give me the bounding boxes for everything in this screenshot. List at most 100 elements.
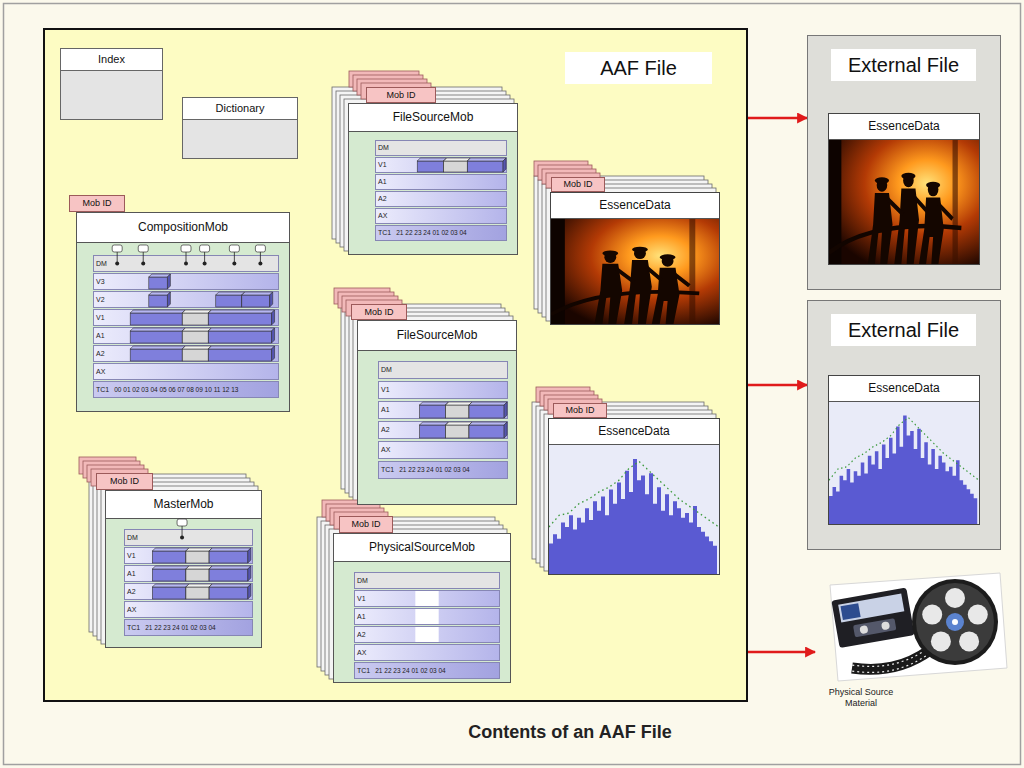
clip-block-top bbox=[130, 328, 185, 331]
track-band: DM bbox=[93, 255, 279, 272]
aaf-file-ground bbox=[43, 28, 748, 702]
clip-block bbox=[130, 349, 182, 361]
track-band: TC121 22 23 24 01 02 03 04 bbox=[375, 225, 507, 241]
track-band: A2 bbox=[124, 583, 253, 600]
track-band-shape bbox=[378, 421, 508, 439]
essence-card: EssenceData bbox=[828, 375, 980, 525]
clip-block-top bbox=[182, 346, 211, 349]
track-band-fill bbox=[376, 158, 507, 173]
track-band-fill bbox=[94, 364, 279, 380]
track-band-shape bbox=[378, 361, 508, 379]
waveform-picture bbox=[549, 445, 719, 574]
film-reel bbox=[912, 579, 998, 665]
tc-nums: 21 22 23 24 01 02 03 04 bbox=[375, 662, 445, 679]
track-label: DM bbox=[375, 140, 389, 156]
track-band: V1 bbox=[93, 309, 279, 326]
tc-nums: 21 22 23 24 01 02 03 04 bbox=[145, 619, 215, 636]
reel-hole bbox=[968, 605, 988, 625]
mob-title: CompositionMob bbox=[77, 213, 289, 243]
mob-title: FileSourceMob bbox=[358, 321, 516, 351]
track-band-shape bbox=[354, 626, 500, 643]
clip-block bbox=[186, 587, 209, 599]
track-band-fill bbox=[125, 584, 253, 600]
track-band: TC1 21 22 23 24 01 02 03 04 bbox=[354, 662, 500, 679]
track-band: V1 bbox=[375, 157, 507, 173]
external-file-box: External FileEssenceData bbox=[807, 35, 1001, 290]
locator-dot bbox=[141, 262, 145, 266]
mob-tab: Mob ID bbox=[339, 516, 393, 533]
track-band: DM bbox=[354, 572, 500, 589]
track-band: A1 bbox=[354, 608, 500, 625]
track-band-shape bbox=[354, 644, 500, 661]
film-perforation bbox=[852, 647, 930, 666]
track-band-shape bbox=[124, 565, 253, 582]
reel-axle bbox=[952, 619, 958, 625]
cassette-logo bbox=[840, 603, 860, 620]
clip-block-side bbox=[167, 274, 170, 289]
track-band: AX bbox=[378, 441, 508, 459]
phys-label: Physical Source Material bbox=[825, 687, 897, 709]
track-band-fill bbox=[376, 192, 507, 207]
track-band-fill bbox=[125, 566, 253, 582]
track-band-fill bbox=[125, 602, 253, 618]
mob-tab: Mob ID bbox=[551, 177, 605, 192]
photo-ground bbox=[830, 573, 1007, 681]
track-band-fill bbox=[125, 548, 253, 564]
essence-card: EssenceData bbox=[828, 113, 980, 265]
clip-block bbox=[152, 551, 186, 563]
track-band-shape bbox=[93, 327, 279, 344]
clip-block-top bbox=[467, 158, 506, 161]
track-band: A2 bbox=[378, 421, 508, 439]
track-label: A2 bbox=[124, 583, 136, 600]
clip-block-top bbox=[130, 310, 185, 313]
clip-block bbox=[216, 295, 242, 307]
external-file-box: External FileEssenceData bbox=[807, 300, 1001, 550]
track-band-shape bbox=[124, 583, 253, 600]
clip-block bbox=[469, 425, 504, 438]
dict-title: Index bbox=[61, 49, 162, 71]
clip-block-top bbox=[417, 158, 446, 161]
clip-block bbox=[182, 349, 208, 361]
track-band-fill bbox=[355, 573, 500, 589]
track-band: AX bbox=[375, 208, 507, 224]
ess-title: EssenceData bbox=[549, 419, 719, 445]
track-label: TC1 bbox=[354, 662, 370, 679]
cassette-window bbox=[853, 618, 896, 637]
clip-block-top bbox=[186, 548, 212, 551]
track-label: TC1 bbox=[378, 461, 394, 479]
track-band: V2 bbox=[93, 291, 279, 308]
track-band-fill bbox=[94, 382, 279, 398]
clip-block-side bbox=[504, 402, 507, 418]
clip-block-top bbox=[208, 346, 274, 349]
essence-card: Mob IDEssenceData bbox=[548, 418, 720, 575]
track-band-fill bbox=[379, 462, 508, 479]
clip-block-top bbox=[209, 548, 251, 551]
track-label: A1 bbox=[354, 608, 366, 625]
locator-bubble bbox=[229, 245, 239, 252]
mob-title: MasterMob bbox=[106, 491, 261, 519]
aaf-label: AAF File bbox=[565, 52, 712, 84]
clip-block-top bbox=[444, 158, 471, 161]
tc-nums: 21 22 23 24 01 02 03 04 bbox=[399, 461, 469, 479]
track-label: AX bbox=[354, 644, 366, 661]
track-band: A2 bbox=[375, 191, 507, 207]
clip-block-side bbox=[504, 422, 507, 438]
ext-label: External File bbox=[831, 314, 976, 346]
clip-block bbox=[208, 331, 271, 343]
track-band: V1 bbox=[124, 547, 253, 564]
cassette-spool bbox=[881, 621, 890, 630]
clip-block-side bbox=[272, 310, 275, 325]
track-band-shape bbox=[375, 191, 507, 207]
clip-block bbox=[446, 405, 469, 418]
track-label: AX bbox=[375, 208, 387, 224]
track-band: A2 bbox=[354, 626, 500, 643]
locator-dot bbox=[115, 262, 119, 266]
track-band-shape bbox=[93, 273, 279, 290]
clip-block-top bbox=[130, 346, 185, 349]
clip-block-top bbox=[182, 328, 211, 331]
track-label: V1 bbox=[354, 590, 366, 607]
track-band: AX bbox=[354, 644, 500, 661]
cassette-spool bbox=[859, 625, 868, 634]
page-frame bbox=[4, 4, 1021, 765]
clip-block-side bbox=[503, 158, 506, 172]
